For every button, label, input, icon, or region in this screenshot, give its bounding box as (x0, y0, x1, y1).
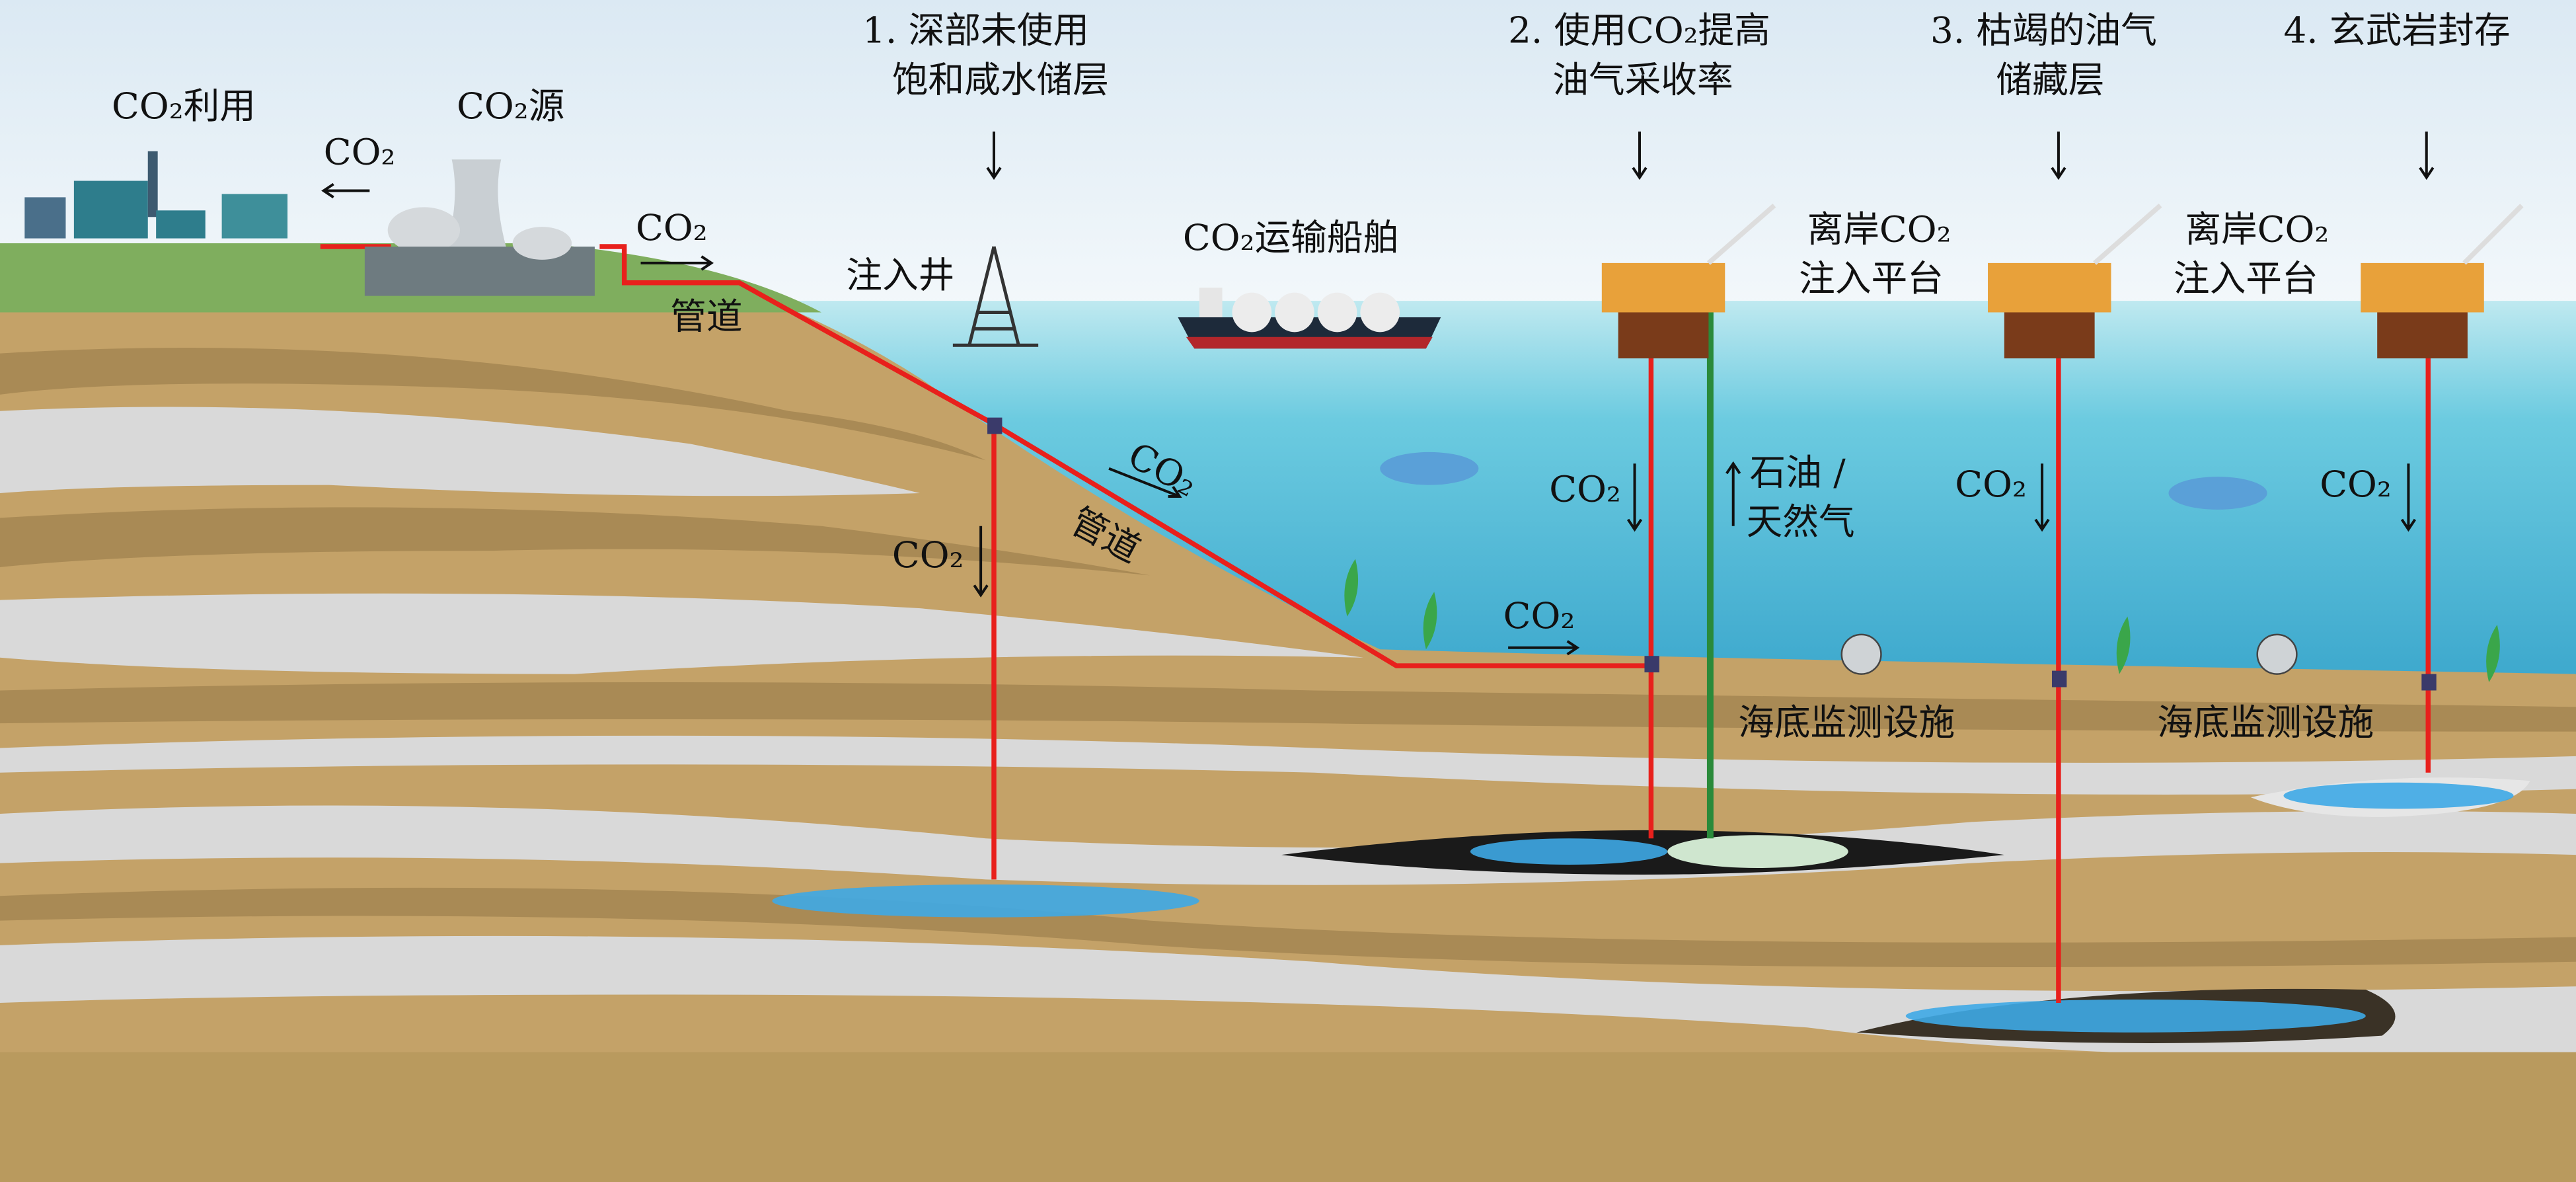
monitoring-a-label: 海底监测设施 (1738, 701, 1955, 744)
stratum-deep (0, 1052, 2576, 1182)
transport-ship (1178, 288, 1441, 349)
platform-b-label-1: 离岸CO₂ (2185, 208, 2329, 251)
platform-a-label-1: 离岸CO₂ (1807, 208, 1951, 251)
co2-to-use-label: CO₂ (324, 131, 396, 173)
co2-utilization-plant (24, 151, 288, 239)
seabed-pipe-co2-label: CO₂ (1503, 594, 1575, 637)
oil-bubbles (1667, 835, 1848, 869)
site2-subtitle: 油气采收率 (1552, 58, 1733, 100)
oil-gas-label-2: 天然气 (1747, 500, 1855, 543)
site2-co2-label: CO₂ (1549, 467, 1621, 510)
site4-co2-label: CO₂ (2320, 463, 2392, 505)
site3-co2-label: CO₂ (1955, 463, 2027, 505)
co2-use-label: CO₂利用 (112, 85, 256, 127)
site4-title: 4. 玄武岩封存 (2283, 9, 2510, 52)
co2-source-label: CO₂源 (457, 85, 564, 127)
site1-title: 1. 深部未使用 (862, 9, 1089, 52)
well-co2-label: CO₂ (892, 533, 964, 576)
offshore-platforms (1601, 204, 2524, 359)
stratum-dark (0, 682, 2576, 732)
co2-source-plant (364, 159, 595, 296)
site3-subtitle: 储藏层 (1996, 58, 2104, 100)
seabed-monitors (1840, 633, 2298, 675)
platform-a-label-2: 注入平台 (1799, 257, 1944, 299)
stratum-dark (0, 507, 1151, 576)
oil-gas-label-1: 石油 / (1750, 452, 1846, 494)
site3-title: 3. 枯竭的油气 (1930, 9, 2157, 52)
site2-title: 2. 使用CO₂提高 (1508, 9, 1770, 52)
stratum-gray (0, 805, 2576, 885)
injection-well-label: 注入井 (846, 254, 954, 296)
fish-schools (1380, 452, 2267, 510)
seaweed (1344, 559, 2500, 683)
platform-b-label-2: 注入平台 (2174, 257, 2318, 299)
pipe-junctions (987, 417, 2437, 691)
site1-subtitle: 饱和咸水储层 (892, 58, 1109, 100)
stratum-dark (0, 348, 986, 461)
flow-arrows (321, 131, 2435, 656)
co2-land-pipe-label: CO₂ (636, 206, 708, 249)
ship-label: CO₂运输船舶 (1183, 216, 1399, 258)
monitoring-b-label: 海底监测设施 (2157, 701, 2374, 744)
stratum-gray (0, 407, 921, 496)
stratum-gray (0, 593, 1364, 674)
stratum-dark (0, 887, 2576, 968)
co2-bubbles (772, 782, 2514, 1033)
injection-well-derrick (952, 246, 1039, 347)
land-pipe-label: 管道 (670, 295, 742, 337)
stratum-gray (0, 735, 2576, 795)
